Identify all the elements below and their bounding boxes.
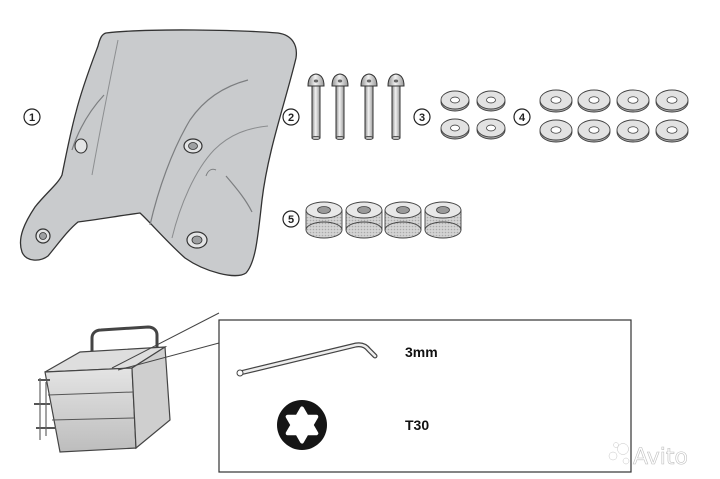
torx-size-label: T30 — [405, 417, 429, 433]
part-number: 4 — [519, 112, 526, 124]
washer — [539, 119, 573, 143]
part-number: 1 — [29, 112, 35, 124]
washer — [577, 89, 611, 113]
toolbox-side — [131, 345, 171, 450]
part-number: 2 — [288, 112, 294, 124]
toolbox-tray-line — [51, 417, 135, 421]
toolbox-front — [44, 367, 137, 453]
washer — [616, 119, 650, 143]
avito-watermark: Avito — [608, 442, 688, 470]
small-washer-group — [440, 90, 506, 140]
callout-line — [111, 312, 220, 371]
mounting-hole-inner — [188, 142, 198, 150]
spacer — [345, 201, 383, 239]
windscreen-crease-line — [171, 125, 269, 239]
bolt — [387, 73, 405, 140]
washer — [655, 119, 689, 143]
windscreen-edge-line — [91, 39, 119, 176]
washer — [476, 118, 506, 140]
part-badge-3: 3 — [413, 108, 431, 126]
part-badge-1: 1 — [23, 108, 41, 126]
windscreen-crease-line — [225, 175, 253, 213]
bolt — [331, 73, 349, 140]
windscreen-crease-line — [205, 168, 217, 177]
part-number: 5 — [288, 214, 294, 226]
windscreen-crease-line — [71, 94, 105, 151]
hex-key-icon — [236, 342, 378, 377]
bolt-group — [307, 73, 405, 140]
part-badge-5: 5 — [282, 210, 300, 228]
spacer — [384, 201, 422, 239]
windscreen-crease-line — [149, 79, 249, 226]
washer — [577, 119, 611, 143]
watermark-text: Avito — [633, 445, 688, 470]
tools-panel — [218, 319, 632, 473]
bolt — [307, 73, 325, 140]
hex-key-size-label: 3mm — [405, 344, 438, 360]
spacer — [305, 201, 343, 239]
washer — [440, 90, 470, 112]
part-badge-4: 4 — [513, 108, 531, 126]
mounting-hole-inner — [191, 235, 203, 245]
toolbox-handle — [90, 325, 159, 352]
washer — [655, 89, 689, 113]
toolbox-icon — [34, 325, 171, 453]
part-badge-2: 2 — [282, 108, 300, 126]
bolt — [360, 73, 378, 140]
washer — [539, 89, 573, 113]
washer — [476, 90, 506, 112]
torx-icon — [277, 400, 327, 450]
mounting-hole — [74, 138, 88, 154]
toolbox-hinge — [39, 378, 47, 440]
washer-group — [539, 89, 689, 143]
windscreen-body — [19, 29, 298, 277]
spacer — [424, 201, 462, 239]
washer — [616, 89, 650, 113]
windscreen — [19, 29, 298, 277]
spacer-group — [305, 201, 462, 239]
mounting-hole-inner — [39, 232, 47, 240]
toolbox-tray-line — [47, 391, 134, 396]
part-number: 3 — [419, 112, 425, 124]
washer — [440, 118, 470, 140]
